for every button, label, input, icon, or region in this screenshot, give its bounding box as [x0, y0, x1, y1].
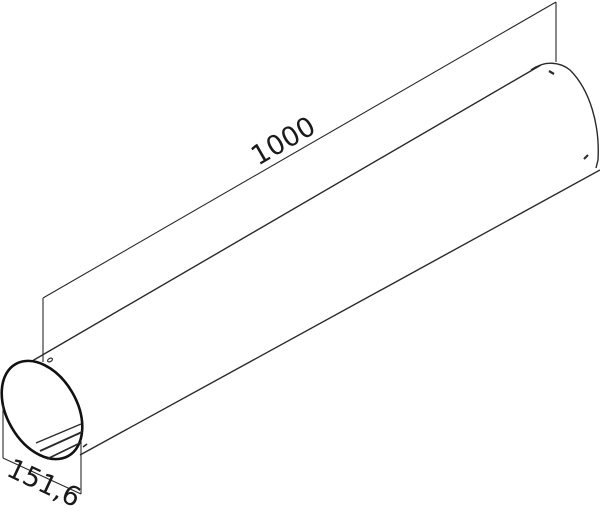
far-end-slot-top — [548, 70, 555, 75]
inner-seam-2 — [39, 431, 83, 452]
near-end-slot-bottom — [82, 443, 88, 448]
diameter-dimension-line — [2, 457, 82, 495]
near-end-hole — [47, 357, 53, 363]
inner-seam-1 — [35, 423, 82, 444]
pipe-top-edge — [26, 64, 542, 365]
length-dimension-line — [42, 1, 557, 299]
length-dimension: 1000 — [42, 1, 557, 362]
far-end-slot-bottom — [583, 154, 589, 160]
inner-seam-3 — [46, 442, 81, 460]
pipe-body — [26, 62, 600, 456]
pipe-opening — [0, 359, 84, 461]
length-label: 1000 — [246, 111, 321, 172]
pipe-far-end — [530, 62, 599, 169]
opening-ellipse — [0, 359, 84, 461]
diameter-label: 151,6 — [2, 453, 85, 512]
pipe-bottom-edge — [79, 169, 600, 456]
